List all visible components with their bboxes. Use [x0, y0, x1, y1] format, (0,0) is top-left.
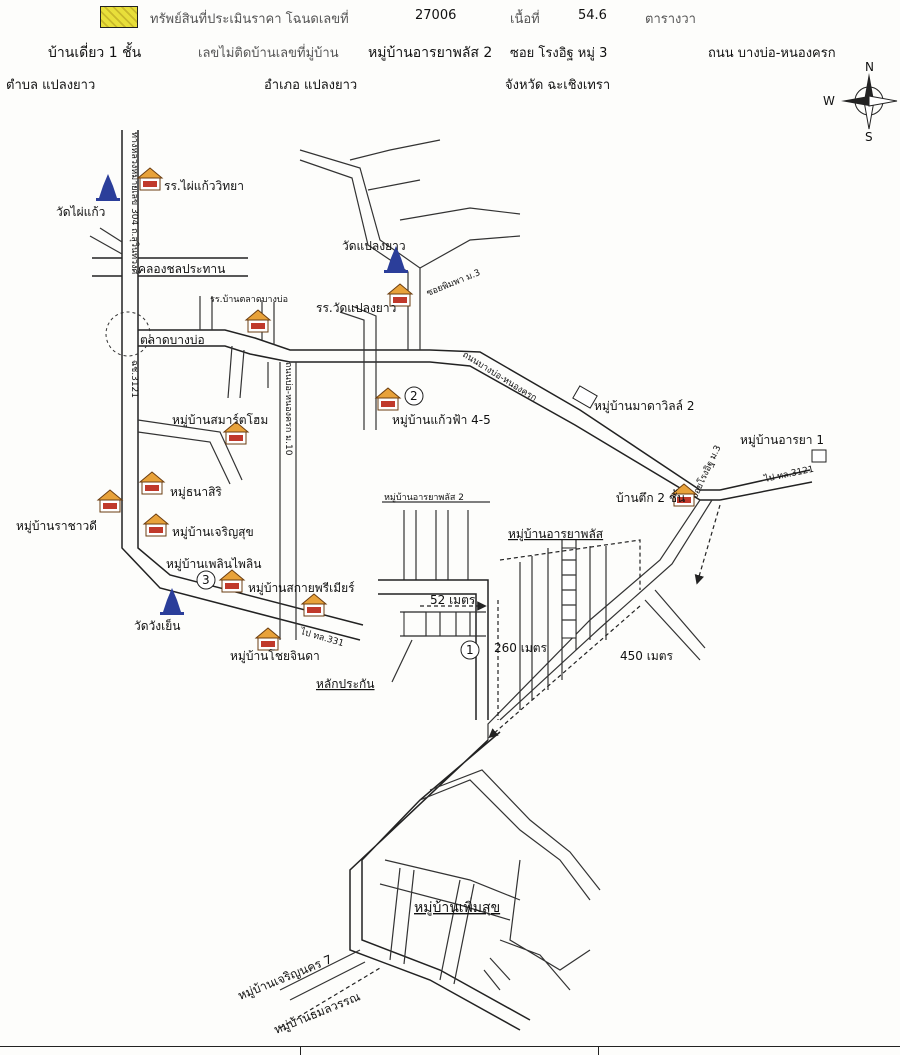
v-samart-label: หมู่บ้านสมาร์ตโฮม: [172, 413, 268, 428]
distance-260: 260 เมตร: [494, 641, 548, 655]
south-roads: [279, 731, 601, 1031]
v-kaewfa-label: หมู่บ้านแก้วฟ้า 4-5: [392, 413, 491, 428]
v-ploen-icon: [301, 593, 327, 617]
amphoe: อำเภอ แปลงยาว: [264, 78, 358, 93]
v-phermsuk-label: หมู่บ้านเพิ่มสุข: [414, 898, 500, 916]
marker-2: 2: [404, 386, 424, 406]
nongkrok-road: ถนนบ่อ-หนองครก ม.10: [279, 362, 297, 640]
wat-phaikaew-label: วัดไผ่แก้ว: [56, 205, 105, 219]
building-type: บ้านเดี่ยว 1 ชั้น: [48, 45, 142, 61]
v-sakai-label: หมู่บ้านสกายพรีเมียร์: [248, 581, 355, 596]
canal-label: คลองชลประทาน: [138, 262, 225, 276]
wat-plaengyao-label: วัดแปลงยาว: [342, 239, 406, 253]
shophouse-label: บ้านตึก 2 ชั้น: [616, 489, 685, 505]
compass-rose: N S W: [823, 60, 898, 144]
to-hl3121-label: ไป ทล.3121: [762, 464, 814, 485]
svg-text:2: 2: [410, 389, 418, 403]
distance-450: 450 เมตร: [620, 649, 674, 663]
market-label: ตลาดบางบ่อ: [140, 333, 205, 347]
v-chaiyo-label: หมู่บ้านโชยจินดา: [230, 649, 320, 664]
area-value: 54.6: [578, 8, 607, 23]
v-ratchawadee-icon: [97, 489, 123, 513]
collateral-label: หลักประกัน: [316, 677, 375, 691]
v-charoen-icon: [143, 513, 169, 537]
legend-label: ทรัพย์สินที่ประเมินราคา โฉนดเลขที่: [150, 12, 349, 27]
collateral-pointer: [391, 639, 413, 683]
arya-plus2-grid: หมู่บ้านอารยาพลัส 2: [378, 492, 499, 720]
svg-text:1: 1: [466, 643, 474, 657]
arya-plus2-road-label: หมู่บ้านอารยาพลัส 2: [384, 492, 464, 503]
v-chaiyo-icon: [255, 627, 281, 651]
v-ratchawadee-label: หมู่บ้านราชาวดี: [16, 519, 97, 534]
side-roads: [137, 296, 377, 485]
school-talad-label: รร.บ้านตลาดบางบ่อ: [210, 294, 288, 305]
highway-304: ทางหลวงหมายเลข 304 ถ.สุวินทวงศ์ ฉช.3121: [121, 130, 364, 641]
v-charoen-label: หมู่บ้านเจริญสุข: [172, 525, 254, 540]
hwy304-label: ทางหลวงหมายเลข 304 ถ.สุวินทวงศ์: [129, 132, 141, 275]
v-arya-plus-label: หมู่บ้านอารยาพลัส: [508, 527, 604, 542]
hl3121-label: ฉช.3121: [129, 360, 139, 398]
wat-wangyen-icon: [160, 588, 184, 615]
bangbo-road-label: ถนนบางบ่อ-หนองครก: [460, 350, 538, 404]
madavilla-box: [572, 385, 598, 409]
house-number-label: เลขไม่ติดบ้านเลขที่มู่บ้าน: [198, 46, 339, 61]
school-phaikaew-icon: [137, 167, 163, 191]
v-sakai-icon: [219, 569, 245, 593]
school-phaikaew-label: รร.ไผ่แก้ววิทยา: [164, 179, 244, 193]
distance-52: 52 เมตร: [430, 593, 476, 607]
nongkrok-label: ถนนบ่อ-หนองครก ม.10: [283, 362, 293, 456]
v-thamma-label: หมู่บ้านธมลวรรณ: [272, 989, 363, 1037]
tambon: ตำบล แปลงยาว: [6, 78, 96, 93]
canal: คลองชลประทาน: [89, 227, 248, 277]
v-charoen7-label: หมู่บ้านเจริญนคร 7: [236, 952, 335, 1003]
compass-n: N: [865, 60, 874, 74]
market-circle: [105, 311, 151, 357]
arya-plus-estate: [499, 539, 641, 710]
svg-text:3: 3: [202, 573, 210, 587]
v-thana-icon: [139, 471, 165, 495]
village-name: หมู่บ้านอารยาพลัส 2: [368, 45, 493, 61]
road-name: ถนน บางบ่อ-หนองครก: [708, 46, 836, 61]
compass-s: S: [865, 130, 873, 144]
deed-number: 27006: [415, 8, 457, 23]
province: จังหวัด ฉะเชิงเทรา: [505, 78, 611, 93]
marker-1: 1: [460, 640, 480, 660]
soi-phimpha-label: ซอยพิมพา ม.3: [425, 267, 482, 299]
v-arya1-label: หมู่บ้านอารยา 1: [740, 433, 824, 448]
wat-wangyen-label: วัดวังเย็น: [134, 618, 180, 633]
arya1-box: [811, 449, 827, 463]
compass-w: W: [823, 94, 835, 108]
v-ploen-label: หมู่บ้านเพลินไพลิน: [166, 557, 261, 572]
bottom-border: [0, 1046, 900, 1055]
north-roads: ซอยพิมพา ม.3: [299, 139, 521, 350]
v-kaewfa-icon: [375, 387, 401, 411]
area-label: เนื้อที่: [510, 12, 540, 27]
legend-swatch: [100, 6, 138, 28]
v-thana-label: หมู่ธนาสิริ: [170, 485, 222, 500]
wat-phaikaew-icon: [96, 174, 120, 201]
marker-3: 3: [196, 570, 216, 590]
school-wat-label: รร.วัดแปลงยาว: [316, 301, 396, 315]
v-madavilla-label: หมู่บ้านมาดาวิลล์ 2: [594, 399, 694, 414]
area-unit: ตารางวา: [645, 12, 696, 27]
soi-name: ซอย โรงอิฐ หมู่ 3: [510, 46, 608, 61]
school-talad-icon: [245, 309, 271, 333]
